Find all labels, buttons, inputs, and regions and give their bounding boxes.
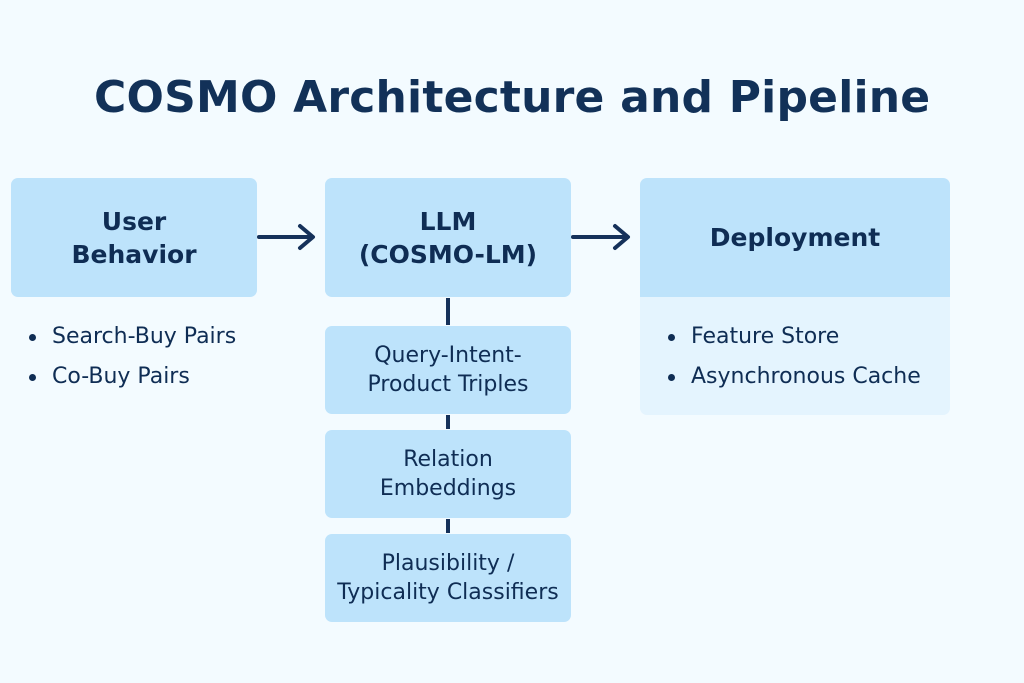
- node-label: Query-Intent-: [374, 343, 522, 368]
- bullet-dot-icon: [29, 333, 36, 341]
- deployment-details-panel: [640, 297, 950, 415]
- node-label: LLM: [419, 206, 477, 236]
- node-label: Embeddings: [379, 476, 517, 501]
- bullet-item: Search-Buy Pairs: [29, 317, 236, 357]
- user-behavior-bullet-list: Search-Buy Pairs Co-Buy Pairs: [29, 317, 236, 397]
- node-query-intent-product-triples: Query-Intent- Product Triples: [325, 326, 571, 414]
- bullet-item: Co-Buy Pairs: [29, 357, 236, 397]
- arrow-llm-to-deployment: [571, 224, 630, 250]
- node-label: Deployment: [709, 223, 881, 252]
- node-label: Relation: [403, 447, 493, 472]
- node-label: (COSMO-LM): [358, 239, 538, 269]
- diagram-title: COSMO Architecture and Pipeline: [94, 72, 931, 123]
- node-label: Product Triples: [367, 372, 529, 397]
- node-label: Plausibility /: [381, 551, 515, 576]
- bullet-text: Co-Buy Pairs: [52, 364, 190, 389]
- bullet-dot-icon: [668, 333, 675, 341]
- node-label: Typicality Classifiers: [337, 580, 559, 605]
- deployment-bullet-list: Feature Store Asynchronous Cache: [668, 317, 921, 397]
- node-user-behavior: User Behavior: [11, 178, 257, 297]
- bullet-text: Feature Store: [691, 324, 840, 349]
- bullet-item: Asynchronous Cache: [668, 357, 921, 397]
- node-label: User: [101, 206, 167, 236]
- bullet-text: Asynchronous Cache: [691, 364, 921, 389]
- bullet-item: Feature Store: [668, 317, 921, 357]
- bullet-dot-icon: [668, 373, 675, 381]
- arrow-user-to-llm: [257, 224, 315, 250]
- node-llm: LLM (COSMO-LM): [325, 178, 571, 297]
- bullet-text: Search-Buy Pairs: [52, 324, 237, 349]
- bullet-dot-icon: [29, 373, 36, 381]
- node-plausibility-typicality-classifiers: Plausibility / Typicality Classifiers: [325, 534, 571, 622]
- node-deployment: Deployment: [640, 178, 950, 297]
- node-relation-embeddings: Relation Embeddings: [325, 430, 571, 518]
- node-label: Behavior: [71, 239, 197, 269]
